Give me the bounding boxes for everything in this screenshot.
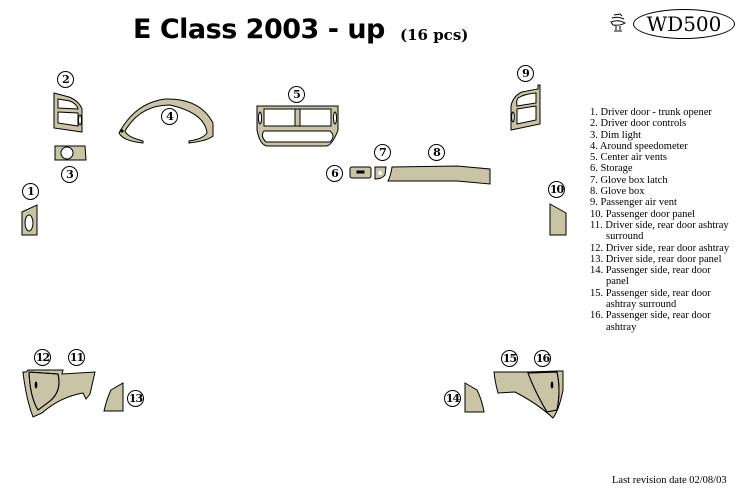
piece-11-12-driver-rear-ashtray[interactable] — [20, 369, 98, 419]
piece-7-glove-box-latch[interactable] — [374, 166, 388, 181]
legend-line: 10. Passenger door panel — [590, 208, 695, 220]
callout-16: 16 — [534, 350, 551, 367]
piece-1-driver-door-trunk-opener[interactable] — [20, 204, 40, 237]
legend-line: 9. Passenger air vent — [590, 197, 677, 209]
legend-line: panel — [606, 276, 629, 288]
callout-9: 9 — [517, 65, 534, 82]
piece-9-passenger-air-vent[interactable] — [508, 84, 542, 132]
legend-line: 3. Dim light — [590, 129, 642, 141]
piece-13-driver-rear-door-panel[interactable] — [103, 382, 125, 413]
piece-5-center-air-vents[interactable] — [256, 104, 340, 150]
legend-line: 6. Storage — [590, 163, 633, 175]
piece-10-passenger-door-panel[interactable] — [548, 203, 568, 237]
legend-line: 2. Driver door controls — [590, 118, 687, 130]
callout-3: 3 — [61, 166, 78, 183]
legend-line: 11. Driver side, rear door ashtray — [590, 219, 729, 231]
legend: 1. Driver door - trunk opener 2. Driver … — [590, 107, 729, 333]
legend-line: 12. Driver side, rear door ashtray — [590, 242, 730, 254]
callout-2: 2 — [57, 71, 74, 88]
callout-11: 11 — [68, 349, 85, 366]
revision-date: Last revision date 02/08/03 — [612, 475, 727, 486]
piece-3-dim-light[interactable] — [54, 144, 88, 162]
legend-line: 7. Glove box latch — [590, 174, 668, 186]
piece-count: (16 pcs) — [400, 26, 469, 44]
legend-line: 1. Driver door - trunk opener — [590, 107, 712, 118]
legend-line: 15. Passenger side, rear door — [590, 287, 711, 299]
piece-4-around-speedometer[interactable] — [115, 93, 217, 148]
legend-line: 8. Glove box — [590, 186, 645, 198]
page-title: E Class 2003 - up — [133, 14, 385, 45]
legend-line: 5. Center air vents — [590, 152, 667, 164]
callout-10: 10 — [548, 181, 565, 198]
callout-7: 7 — [374, 144, 391, 161]
legend-line: ashtray — [606, 321, 637, 333]
legend-line: surround — [606, 231, 644, 243]
callout-8: 8 — [428, 144, 445, 161]
callout-4: 4 — [161, 108, 178, 125]
logo-icon — [610, 13, 626, 32]
callout-15: 15 — [501, 350, 518, 367]
legend-line: 13. Driver side, rear door panel — [590, 253, 722, 265]
callout-14: 14 — [444, 390, 461, 407]
callout-5: 5 — [288, 86, 305, 103]
piece-8-glove-box[interactable] — [387, 165, 493, 186]
legend-line: 14. Passenger side, rear door — [590, 265, 711, 277]
legend-line: 4. Around speedometer — [590, 140, 688, 152]
legend-line: 16. Passenger side, rear door — [590, 310, 711, 322]
legend-line: ashtray surround — [606, 299, 677, 311]
callout-6: 6 — [326, 165, 343, 182]
piece-15-16-passenger-rear-ashtray[interactable] — [493, 370, 565, 420]
piece-2-driver-door-controls[interactable] — [53, 92, 85, 134]
piece-6-storage[interactable] — [349, 166, 373, 180]
callout-13: 13 — [127, 390, 144, 407]
callout-1: 1 — [22, 183, 39, 200]
callout-12: 12 — [34, 349, 51, 366]
part-number-badge: WD500 — [633, 9, 735, 39]
piece-14-passenger-rear-door-panel[interactable] — [464, 382, 486, 414]
